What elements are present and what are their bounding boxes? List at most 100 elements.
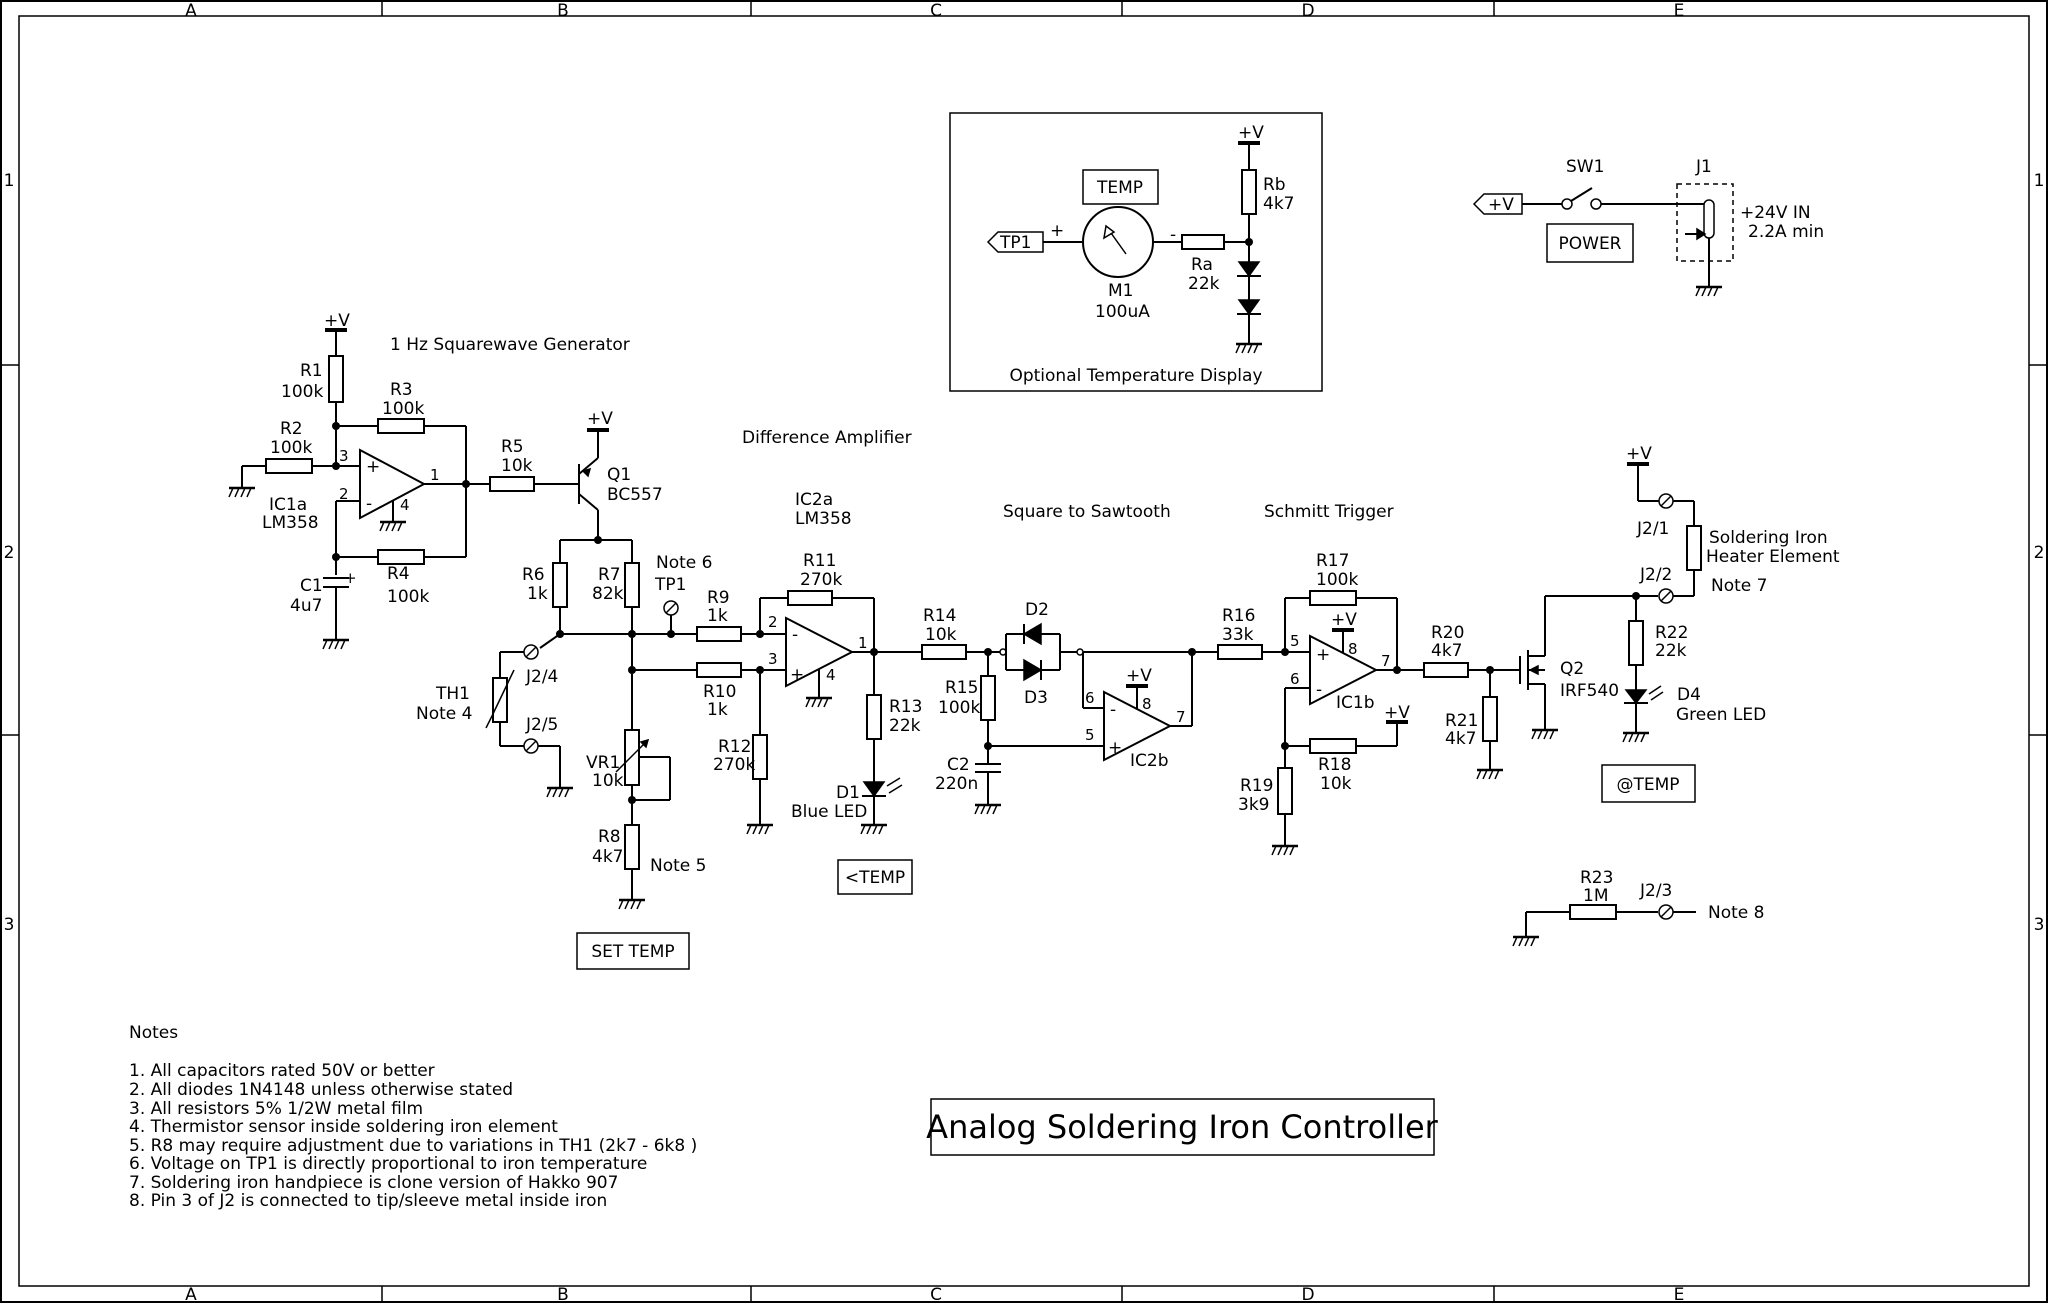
heater-supply: +V xyxy=(1626,444,1652,464)
r21-ref: R21 xyxy=(1445,711,1478,731)
note-item: 2. All diodes 1N4148 unless otherwise st… xyxy=(129,1080,513,1100)
resistor-r7 xyxy=(624,562,640,608)
square-to-sawtooth: R14 10k R15 100k C2 220n D2 D3 xyxy=(921,600,1196,816)
r7-value: 82k xyxy=(592,584,624,604)
r20-value: 4k7 xyxy=(1431,641,1462,661)
ic1a-value: LM358 xyxy=(262,513,319,533)
q1-supply: +V xyxy=(587,409,613,429)
ic1b-pin6: 6 xyxy=(1290,670,1300,688)
r22-ref: R22 xyxy=(1655,623,1688,643)
potentiometer-vr1 xyxy=(624,729,640,786)
ic1b-pin8: 8 xyxy=(1348,640,1358,658)
display-diode-2 xyxy=(1237,299,1261,316)
r16-value: 33k xyxy=(1222,625,1254,645)
grid-row-3-right: 3 xyxy=(2034,915,2045,935)
resistor-r21 xyxy=(1482,696,1498,742)
ic2b-plus: + xyxy=(1108,738,1122,758)
grid-col-a-top: A xyxy=(185,1,197,21)
led-d1 xyxy=(862,781,886,798)
r3-ref: R3 xyxy=(390,380,413,400)
rb-ref: Rb xyxy=(1263,175,1286,195)
th1-ref: TH1 xyxy=(435,684,470,704)
resistor-rb xyxy=(1241,169,1257,215)
resistor-r16 xyxy=(1217,644,1263,660)
ic1b-plus: + xyxy=(1316,645,1330,665)
r18-ref: R18 xyxy=(1318,755,1351,775)
note-item: 1. All capacitors rated 50V or better xyxy=(129,1061,435,1081)
ic2a-pin2: 2 xyxy=(768,613,778,631)
temp-display-caption: Optional Temperature Display xyxy=(1009,366,1262,386)
tp1-flag-label: TP1 xyxy=(999,233,1031,253)
ra-ref: Ra xyxy=(1191,255,1213,275)
ic1a-minus: - xyxy=(366,494,372,514)
resistor-r14 xyxy=(921,644,967,660)
q2-ref: Q2 xyxy=(1560,659,1584,679)
ic2a-minus: - xyxy=(792,625,798,645)
j2-4-label: J2/4 xyxy=(525,667,558,687)
note8-label: Note 8 xyxy=(1708,903,1764,923)
resistor-r13 xyxy=(866,694,882,740)
grid-col-e-bottom: E xyxy=(1674,1285,1685,1303)
power-label: POWER xyxy=(1559,234,1622,254)
r19-value: 3k9 xyxy=(1238,795,1269,815)
r12-ref: R12 xyxy=(718,737,751,757)
r7-ref: R7 xyxy=(598,565,621,585)
r15-ref: R15 xyxy=(945,678,978,698)
resistor-r20 xyxy=(1423,662,1469,678)
resistor-r18 xyxy=(1309,738,1357,754)
ra-value: 22k xyxy=(1188,274,1220,294)
difference-amplifier: R9 1k R10 1k R11 270k - + 2 3 1 4 IC2a L… xyxy=(696,490,922,895)
m1-value: 100uA xyxy=(1095,302,1150,322)
q1-ref: Q1 xyxy=(607,465,631,485)
resistor-r4 xyxy=(377,549,425,565)
ic2a-pin4: 4 xyxy=(826,666,836,684)
notes-block: Notes 1. All capacitors rated 50V or bet… xyxy=(129,1023,697,1211)
r8-ref: R8 xyxy=(598,827,621,847)
r10-value: 1k xyxy=(707,700,728,720)
q2-value: IRF540 xyxy=(1560,681,1619,701)
r15-value: 100k xyxy=(938,698,980,718)
ic1b-ref: IC1b xyxy=(1336,693,1375,713)
section-schmitt-trigger: Schmitt Trigger xyxy=(1264,502,1394,522)
sensor-bridge: R6 1k R7 82k Note 6 TP1 J2/4 TH1 Note 4 xyxy=(416,539,712,970)
grid-col-a-bottom: A xyxy=(185,1285,197,1303)
r1-ref: R1 xyxy=(300,361,323,381)
r12-value: 270k xyxy=(713,755,755,775)
note-item: 8. Pin 3 of J2 is connected to tip/sleev… xyxy=(129,1191,607,1211)
c1-plus: + xyxy=(344,569,357,587)
ic2a-value: LM358 xyxy=(795,509,852,529)
ic1a-pin2: 2 xyxy=(339,485,349,503)
at-temp-label: @TEMP xyxy=(1616,775,1679,795)
grid-col-d-top: D xyxy=(1301,1,1314,21)
ic2b-minus: - xyxy=(1110,700,1116,720)
diode-d2 xyxy=(1022,622,1042,646)
rb-supply: +V xyxy=(1238,123,1264,143)
resistor-r23 xyxy=(1569,904,1617,920)
j2-1-label: J2/1 xyxy=(1636,519,1669,539)
r13-value: 22k xyxy=(889,716,921,736)
rb-value: 4k7 xyxy=(1263,194,1294,214)
grid-col-d-bottom: D xyxy=(1301,1285,1314,1303)
vr1-value: 10k xyxy=(592,771,624,791)
resistor-r10 xyxy=(696,662,742,678)
switch-sw1-contact-b xyxy=(1590,198,1602,210)
resistor-r11 xyxy=(787,590,833,606)
c2-ref: C2 xyxy=(947,755,970,775)
note-item: 3. All resistors 5% 1/2W metal film xyxy=(129,1099,423,1119)
r10-ref: R10 xyxy=(703,682,736,702)
r11-value: 270k xyxy=(800,570,842,590)
ic2b-ref: IC2b xyxy=(1130,751,1169,771)
c1-value: 4u7 xyxy=(290,596,322,616)
ic1b-pin7: 7 xyxy=(1381,652,1391,670)
r17-value: 100k xyxy=(1316,570,1358,590)
note-item: 5. R8 may require adjustment due to vari… xyxy=(129,1136,697,1156)
ic1b-minus: - xyxy=(1316,680,1322,700)
c1-ref: C1 xyxy=(300,576,323,596)
squarewave-generator: +V R1 100k R3 100k R2 100k + - 3 2 1 4 I… xyxy=(227,311,663,651)
heater-label-2: Heater Element xyxy=(1706,547,1840,567)
m1-plus: + xyxy=(1050,221,1064,241)
resistor-r5 xyxy=(489,476,535,492)
r18-value: 10k xyxy=(1320,774,1352,794)
